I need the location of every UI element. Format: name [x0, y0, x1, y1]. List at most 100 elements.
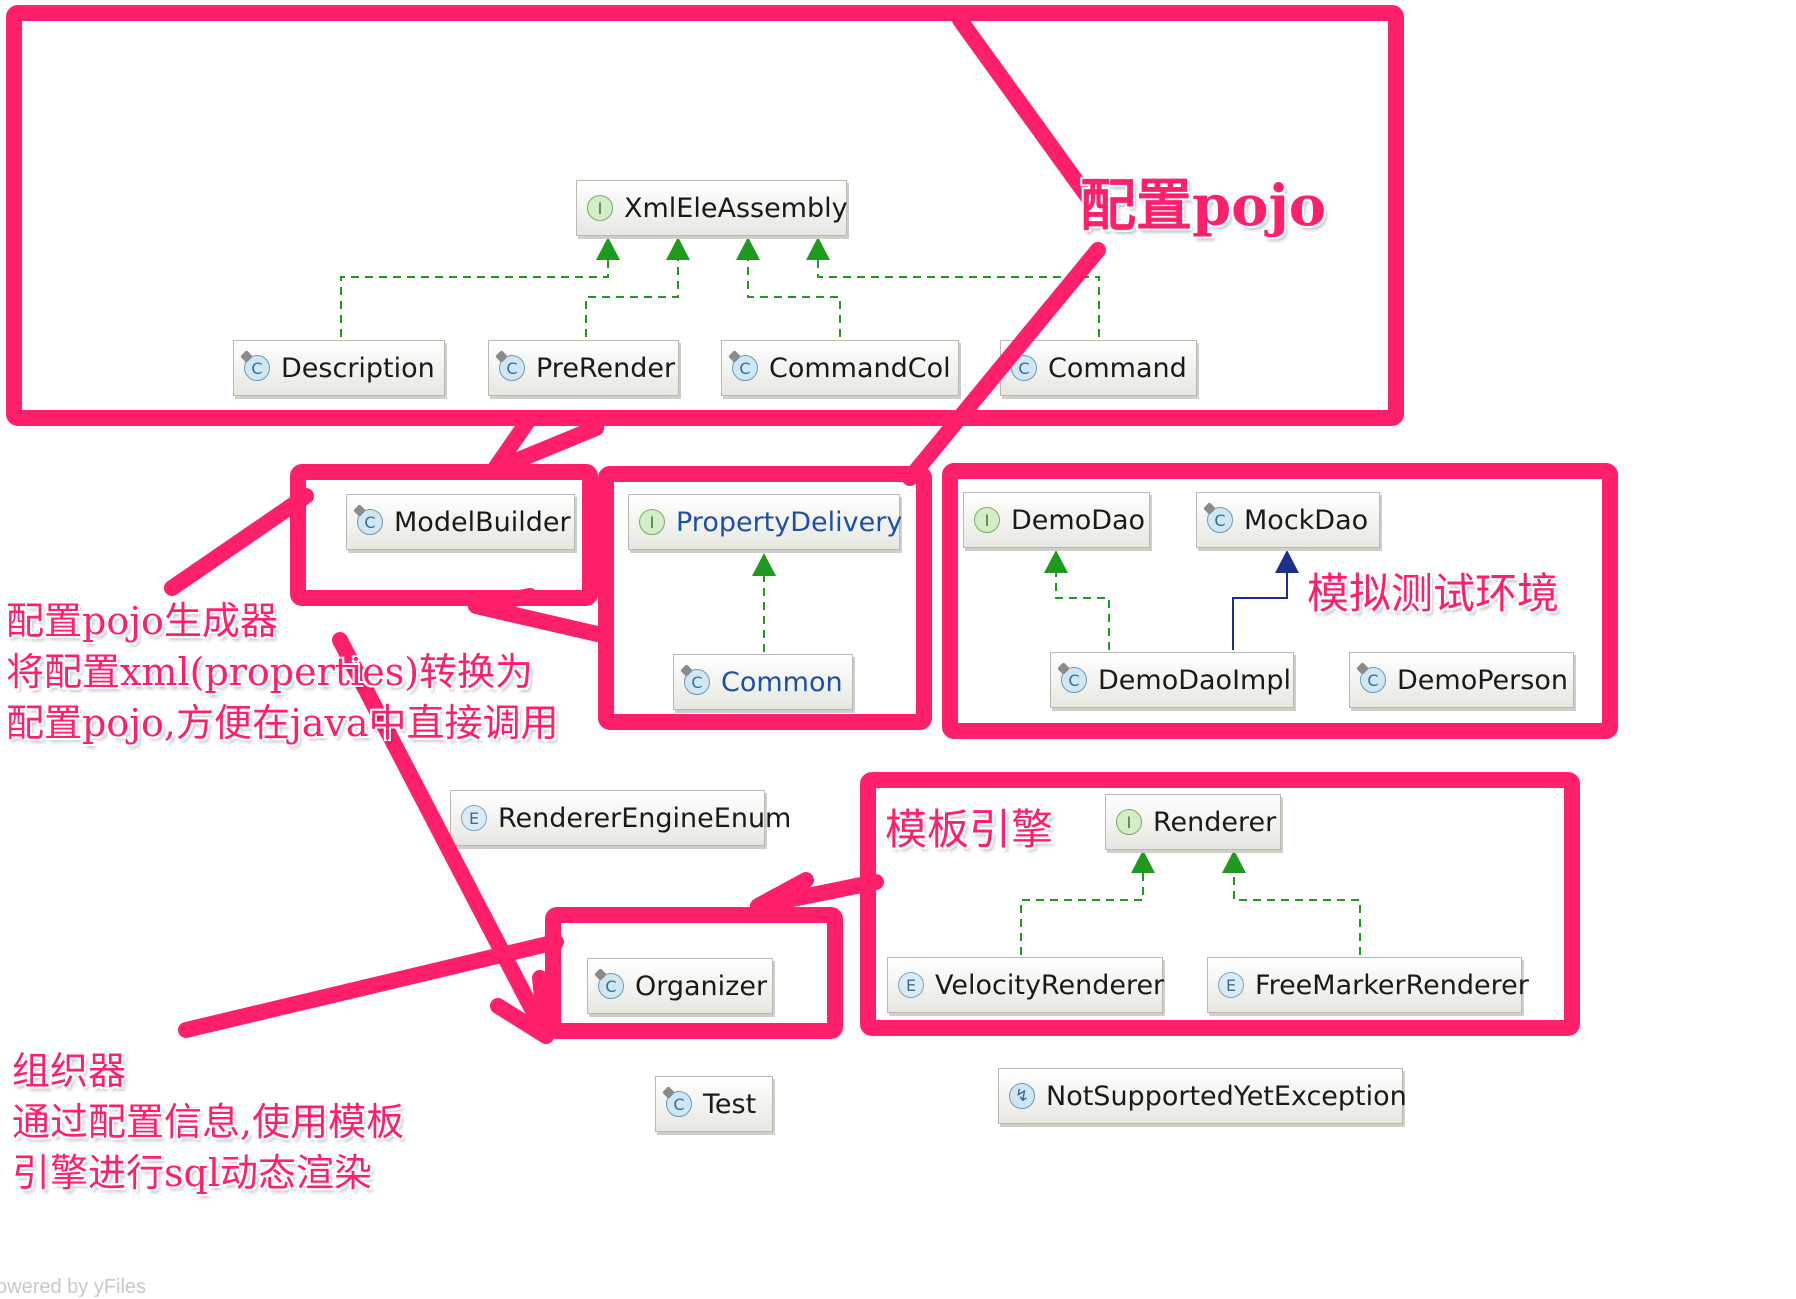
arrowhead-green [806, 237, 830, 260]
highlight-leader-builder-to-organizer [332, 632, 554, 1044]
class-node-label: DemoDao [1011, 504, 1146, 536]
highlight-arrow-builder-to-organizer-head [490, 970, 554, 1044]
highlight-leader-organizer [178, 934, 564, 1038]
annotation-organizer-line3: 引擎进行sql动态渲染 [12, 1151, 372, 1195]
class-icon: C [684, 669, 710, 695]
class-node-label: Description [281, 352, 435, 384]
class-node-rendererengineenum[interactable]: E RendererEngineEnum [450, 790, 791, 846]
highlight-arrow-propertydelivery-to-modelbuilder [468, 588, 614, 644]
class-node-test[interactable]: C Test [655, 1076, 773, 1132]
runnable-class-icon: C [666, 1091, 692, 1117]
annotation-template: 模板引擎 [885, 805, 1054, 854]
highlight-arrow-pojo-to-modelbuilder-shaft [486, 420, 604, 478]
arrowhead-green [752, 553, 776, 576]
class-node-label: Common [721, 666, 843, 698]
arrowhead-green [1131, 850, 1155, 873]
class-node-label: FreeMarkerRenderer [1255, 969, 1529, 1001]
class-node-label: MockDao [1244, 504, 1369, 536]
interface-icon: I [1116, 809, 1142, 835]
class-node-label: PreRender [536, 352, 676, 384]
class-node-label: Command [1048, 352, 1187, 384]
class-node-common[interactable]: C Common [673, 654, 853, 710]
class-node-label: RendererEngineEnum [498, 802, 792, 834]
highlight-box-modelbuilder [290, 464, 598, 606]
interface-icon: I [974, 507, 1000, 533]
class-node-renderer[interactable]: I Renderer [1105, 794, 1281, 850]
annotation-builder-line2: 将配置xml(properties)转换为 [6, 650, 534, 694]
class-node-label: NotSupportedYetException [1046, 1080, 1407, 1112]
enum-icon: E [898, 972, 924, 998]
class-node-modelbuilder[interactable]: C ModelBuilder [346, 494, 575, 550]
highlight-slash-bottom [902, 242, 1106, 486]
edge-command-xmleleassembly [817, 258, 1100, 337]
class-icon: C [244, 355, 270, 381]
annotation-builder-line1: 配置pojo生成器 [6, 599, 278, 643]
class-icon: C [732, 355, 758, 381]
class-node-label: Organizer [635, 970, 768, 1002]
class-node-commandcol[interactable]: C CommandCol [721, 340, 959, 396]
class-node-organizer[interactable]: C Organizer [587, 958, 773, 1014]
class-icon: C [1360, 667, 1386, 693]
annotation-organizer: 组织器 通过配置信息,使用模板 引擎进行sql动态渲染 [12, 1046, 404, 1199]
class-node-velocityrenderer[interactable]: E VelocityRenderer [887, 957, 1165, 1013]
arrowhead-green [736, 237, 760, 260]
interface-icon: I [639, 509, 665, 535]
class-node-description[interactable]: C Description [233, 340, 445, 396]
class-node-xmleleassembly[interactable]: I XmlEleAssembly [576, 180, 848, 236]
highlight-leader-builder [164, 488, 314, 596]
class-node-label: CommandCol [769, 352, 951, 384]
arrowhead-green [666, 237, 690, 260]
highlight-box-propertydelivery [598, 466, 932, 730]
edge-demodaoimpl-demodao [1055, 573, 1110, 650]
class-node-mockdao[interactable]: C MockDao [1196, 492, 1380, 548]
class-node-label: ModelBuilder [394, 506, 571, 538]
annotation-builder: 配置pojo生成器 将配置xml(properties)转换为 配置pojo,方… [6, 596, 559, 749]
highlight-arrow-template-to-organizer [750, 872, 884, 914]
highlight-box-mock [942, 463, 1618, 739]
annotation-mock: 模拟测试环境 [1307, 569, 1560, 618]
class-node-command[interactable]: C Command [1000, 340, 1197, 396]
annotation-organizer-line2: 通过配置信息,使用模板 [12, 1100, 405, 1144]
class-icon: C [598, 973, 624, 999]
edge-freemarkerrenderer-renderer [1233, 873, 1361, 955]
class-icon: C [1061, 667, 1087, 693]
class-node-notsupportedyetexception[interactable]: ↯ NotSupportedYetException [998, 1068, 1407, 1124]
arrowhead-green [1222, 850, 1246, 873]
lightning-icon: ↯ [1009, 1083, 1035, 1109]
edge-commandcol-xmleleassembly [747, 258, 841, 337]
annotation-pojo: 配置pojo [1080, 173, 1327, 239]
class-node-label: PropertyDelivery [676, 506, 903, 538]
annotation-builder-line3: 配置pojo,方便在java中直接调用 [6, 701, 559, 745]
edge-description-xmleleassembly [340, 258, 609, 337]
edge-demodaoimpl-mockdao [1232, 571, 1288, 650]
class-node-demoperson[interactable]: C DemoPerson [1349, 652, 1574, 708]
class-icon: C [357, 509, 383, 535]
class-node-demodao[interactable]: I DemoDao [963, 492, 1150, 548]
class-node-propertydelivery[interactable]: I PropertyDelivery [628, 494, 903, 550]
class-node-demodaoimpl[interactable]: C DemoDaoImpl [1050, 652, 1294, 708]
class-node-label: Renderer [1153, 806, 1277, 838]
abstract-class-icon: C [1207, 507, 1233, 533]
class-node-label: Test [703, 1088, 757, 1120]
interface-icon: I [587, 195, 613, 221]
arrowhead-green [596, 237, 620, 260]
highlight-box-organizer [545, 907, 843, 1039]
class-node-label: XmlEleAssembly [624, 192, 848, 224]
class-icon: C [499, 355, 525, 381]
edge-prerender-xmleleassembly [585, 258, 679, 337]
class-node-prerender[interactable]: C PreRender [488, 340, 679, 396]
class-node-freemarkerrenderer[interactable]: E FreeMarkerRenderer [1207, 957, 1529, 1013]
highlight-box-pojo [6, 5, 1404, 426]
annotation-organizer-line1: 组织器 [12, 1049, 127, 1093]
footer-credit: owered by yFiles [0, 1276, 147, 1298]
edge-velocityrenderer-renderer [1020, 873, 1144, 955]
arrowhead-blue [1275, 550, 1299, 573]
class-node-label: DemoPerson [1397, 664, 1568, 696]
highlight-slash-top [952, 12, 1098, 208]
arrowhead-green [1044, 550, 1068, 573]
class-node-label: VelocityRenderer [935, 969, 1165, 1001]
enum-icon: E [1218, 972, 1244, 998]
